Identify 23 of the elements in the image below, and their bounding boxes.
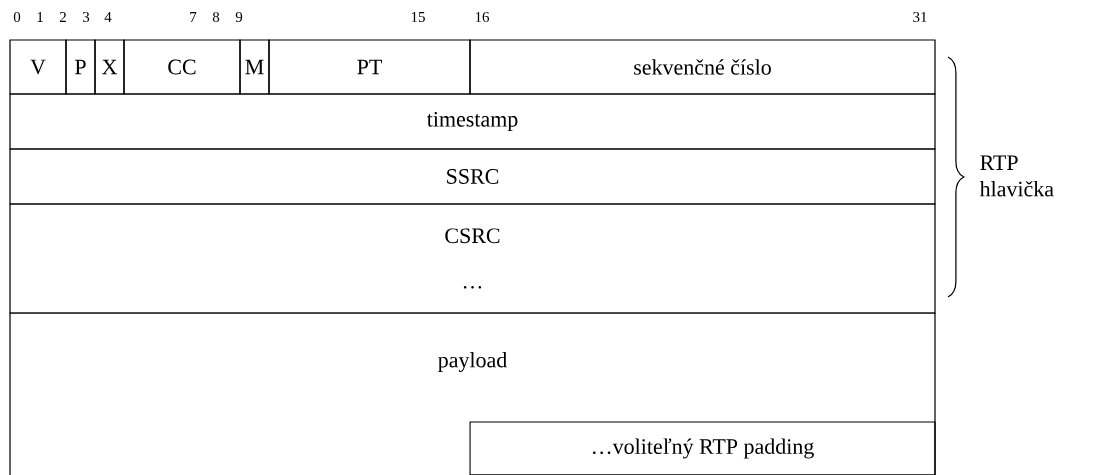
bit-number: 16 bbox=[475, 12, 490, 22]
bit-number: 7 bbox=[190, 12, 197, 22]
bit-number: 2 bbox=[59, 12, 66, 22]
bit-number: 4 bbox=[104, 12, 112, 22]
bit-number: 9 bbox=[235, 12, 243, 22]
field-box: P bbox=[65, 39, 96, 95]
field-box: V bbox=[9, 39, 67, 95]
field-box: X bbox=[94, 39, 125, 95]
field-box: M bbox=[239, 39, 270, 95]
field-box: timestamp bbox=[9, 93, 936, 150]
bit-number: 31 bbox=[913, 12, 927, 22]
bit-number: 3 bbox=[83, 12, 90, 22]
header-label: RTP hlavička bbox=[979, 155, 1054, 197]
field-box: SSRC bbox=[9, 148, 936, 205]
bit-number: 15 bbox=[411, 12, 425, 22]
padding-box: …voliteľný RTP padding bbox=[469, 421, 936, 475]
field-box: CC bbox=[123, 39, 241, 95]
field-box: sekvenčné číslo bbox=[469, 39, 936, 95]
bit-number: 0 bbox=[13, 11, 21, 23]
bit-number: 8 bbox=[212, 11, 220, 23]
field-box: PT bbox=[268, 39, 471, 95]
bit-number: 1 bbox=[37, 12, 43, 22]
field-box: CSRC … bbox=[9, 203, 936, 314]
